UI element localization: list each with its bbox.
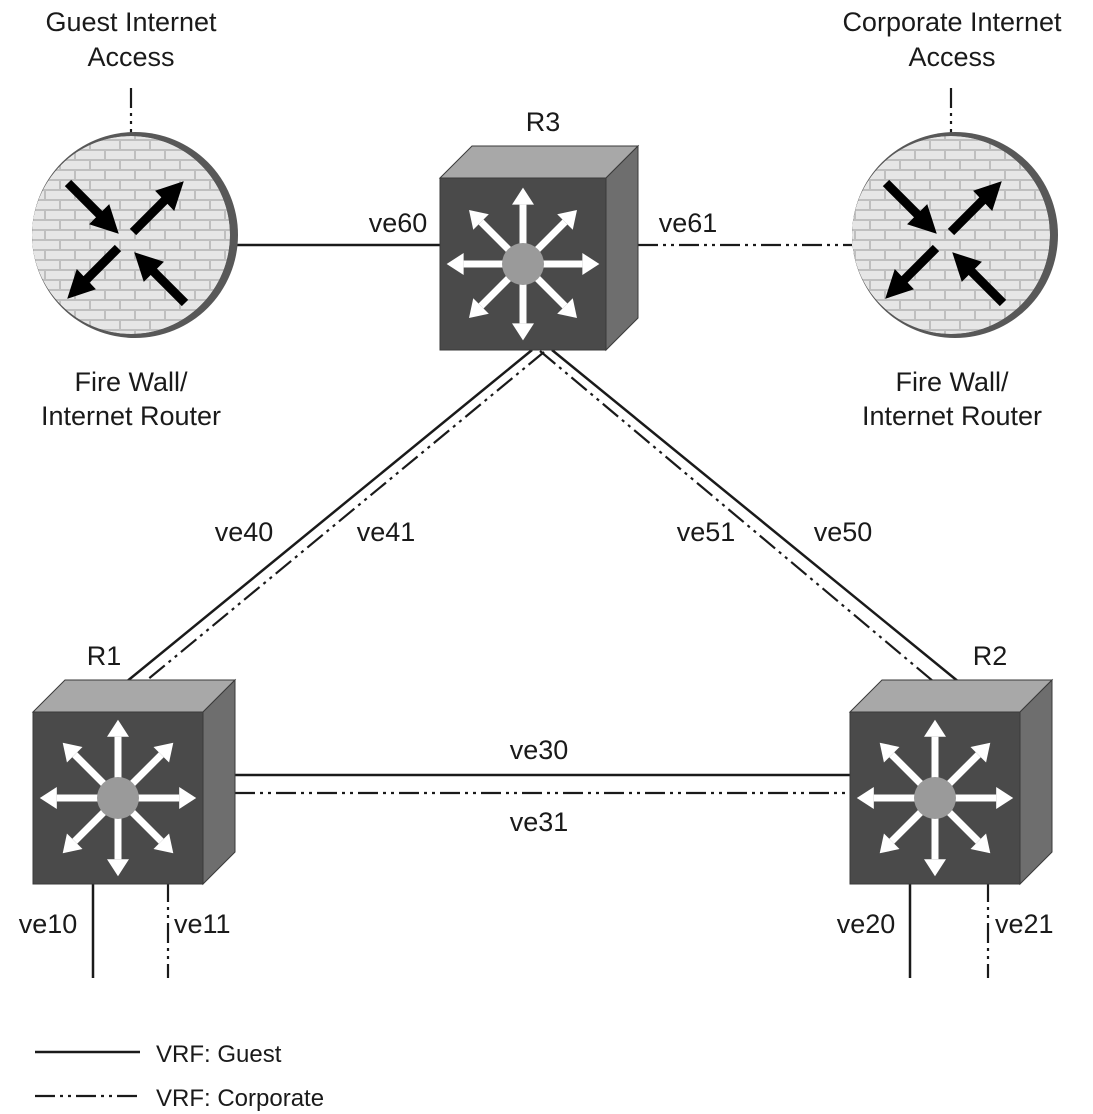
- corporate-access-title-line2: Access: [908, 42, 995, 72]
- router-r2-switch: [848, 678, 1054, 886]
- switch-top-face: [31, 679, 237, 713]
- switch-arrow-head: [62, 742, 83, 763]
- interface-ve30: ve30: [510, 735, 569, 765]
- switch-arrow-head: [512, 323, 534, 341]
- switch-arrow-head: [557, 298, 577, 318]
- switch-hub: [914, 777, 956, 819]
- switch-arrow-head: [582, 253, 600, 275]
- labels: Guest Internet Access Corporate Internet…: [19, 7, 1062, 939]
- guest-firewall-caption-line1: Fire Wall/: [75, 367, 188, 397]
- router-r2-label: R2: [973, 641, 1008, 671]
- legend-guest-label: VRF: Guest: [156, 1041, 282, 1068]
- corporate-firewall-caption-line2: Internet Router: [862, 401, 1042, 431]
- switch-arrow-head: [62, 833, 83, 854]
- switch-arrow-head: [970, 742, 991, 763]
- switch-top-face: [848, 679, 1054, 713]
- switch-arrow-head: [512, 187, 534, 205]
- legend-corporate-label: VRF: Corporate: [156, 1085, 324, 1112]
- router-r3-label: R3: [526, 107, 561, 137]
- switch-arrow-head: [970, 833, 991, 854]
- switch-arrow-head: [469, 210, 489, 230]
- interface-ve21: ve21: [995, 909, 1054, 939]
- switch-arrow-head: [179, 787, 197, 809]
- interface-ve31: ve31: [510, 807, 569, 837]
- router-r1-label: R1: [87, 641, 122, 671]
- switch-arrow-head: [557, 210, 577, 230]
- links: [91, 88, 990, 978]
- link-r3-r2-corporate: [539, 350, 941, 688]
- interface-ve51: ve51: [677, 517, 736, 547]
- switch-arrow-head: [153, 833, 174, 854]
- switch-arrow-head: [996, 787, 1014, 809]
- firewall-router-icon: [64, 179, 189, 307]
- router-r1-switch: [31, 678, 237, 886]
- switch-side-face: [1019, 678, 1053, 886]
- link-r3-r1-corporate: [134, 351, 545, 691]
- switch-arrow-head: [879, 833, 900, 854]
- switch-arrow-head: [39, 787, 57, 809]
- interface-ve61: ve61: [659, 208, 718, 238]
- corporate-firewall-caption-line1: Fire Wall/: [896, 367, 1009, 397]
- switch-arrow-head: [469, 298, 489, 318]
- switch-arrow-head: [107, 859, 129, 877]
- switch-arrow-head: [924, 719, 946, 737]
- switch-hub: [502, 243, 544, 285]
- switch-arrow-head: [879, 742, 900, 763]
- interface-ve10: ve10: [19, 909, 78, 939]
- switch-side-face: [202, 678, 236, 886]
- firewall-guest: [32, 132, 238, 338]
- guest-firewall-caption-line2: Internet Router: [41, 401, 221, 431]
- interface-ve20: ve20: [837, 909, 896, 939]
- switch-arrow-head: [446, 253, 464, 275]
- firewall-corporate: [852, 132, 1058, 338]
- switch-arrow-head: [153, 742, 174, 763]
- switch-top-face: [438, 145, 640, 179]
- router-r3-switch: [438, 144, 640, 352]
- firewall-router-icon: [882, 179, 1007, 307]
- switch-hub: [97, 777, 139, 819]
- legend: VRF: Guest VRF: Corporate: [35, 1041, 324, 1112]
- guest-access-title-line2: Access: [87, 42, 174, 72]
- interface-ve50: ve50: [814, 517, 873, 547]
- switch-arrow-head: [924, 859, 946, 877]
- interface-ve60: ve60: [369, 208, 428, 238]
- link-r3-r1-guest: [119, 349, 533, 688]
- switch-side-face: [605, 144, 639, 352]
- guest-access-title-line1: Guest Internet: [45, 7, 217, 37]
- interface-ve40: ve40: [215, 517, 274, 547]
- corporate-access-title-line1: Corporate Internet: [842, 7, 1062, 37]
- interface-ve41: ve41: [357, 517, 416, 547]
- link-r3-r2-guest: [551, 349, 966, 688]
- switch-arrow-head: [856, 787, 874, 809]
- switch-arrow-head: [107, 719, 129, 737]
- interface-ve11: ve11: [174, 909, 231, 939]
